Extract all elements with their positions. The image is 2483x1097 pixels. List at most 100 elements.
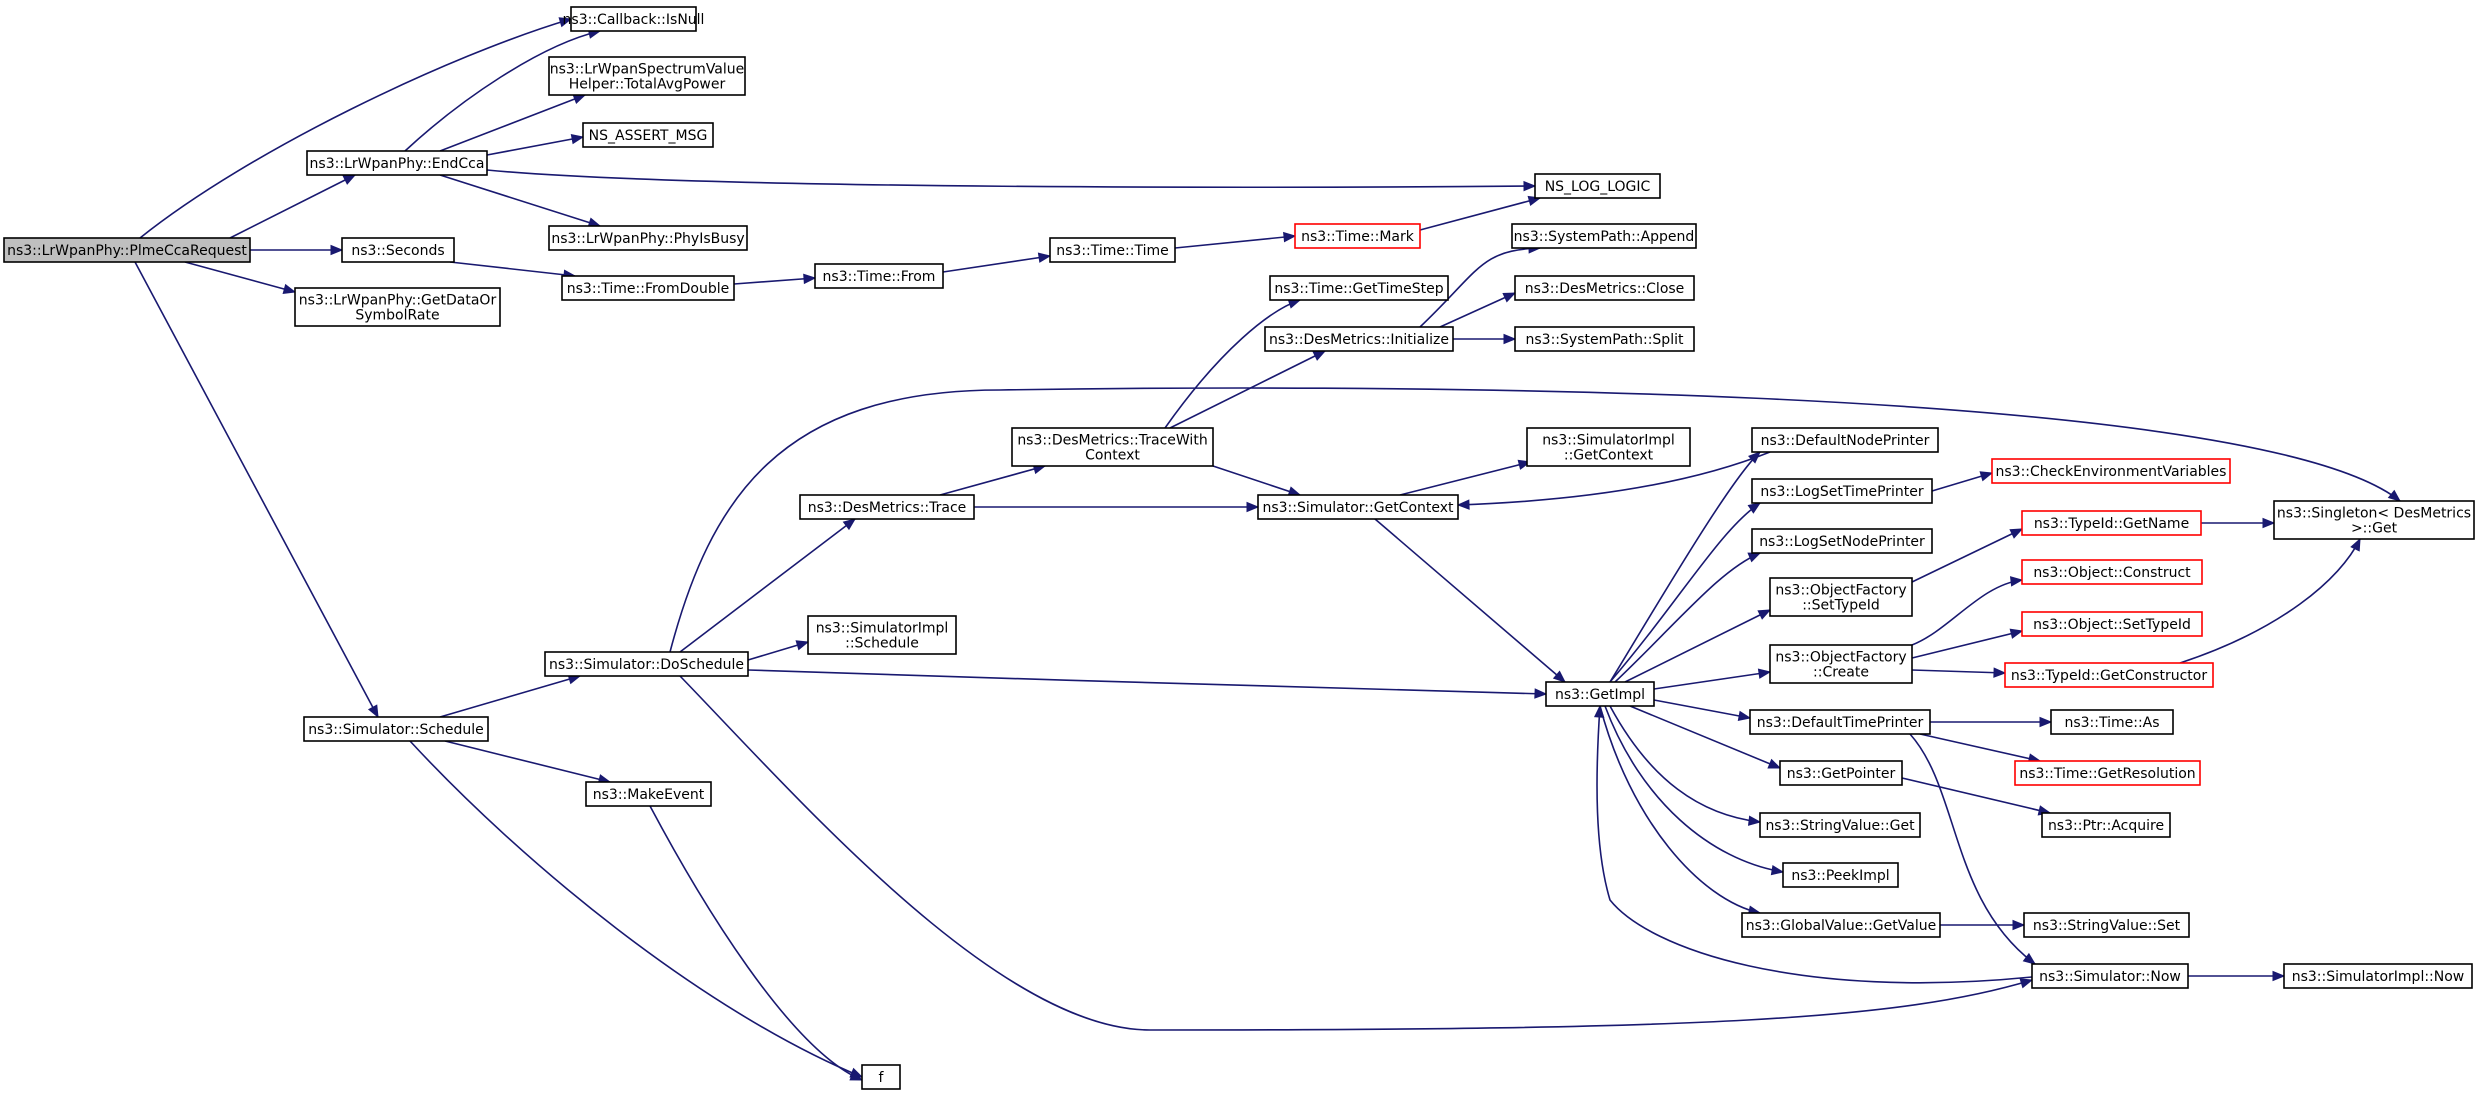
edge-doSchedule-to-simNow [679,675,2034,1031]
node-label: ns3::GetPointer [1787,766,1896,782]
node-label: ns3::LrWpanPhy::EndCca [310,156,485,172]
arrowhead [2387,489,2402,502]
node-endCca[interactable]: ns3::LrWpanPhy::EndCca [306,150,488,176]
node-objConstruct[interactable]: ns3::Object::Construct [2021,559,2203,585]
node-stringValueSet[interactable]: ns3::StringValue::Set [2023,912,2190,938]
node-label: ns3::CheckEnvironmentVariables [1996,464,2227,480]
node-getImpl[interactable]: ns3::GetImpl [1545,681,1655,707]
node-implNow[interactable]: ns3::SimulatorImpl::Now [2283,963,2473,989]
edge-getImpl-to-globalGetValue [1599,705,1762,916]
edge-line [439,174,601,227]
node-desClose[interactable]: ns3::DesMetrics::Close [1514,275,1695,301]
edge-ofSetTypeId-to-typeIdGetName [1911,528,2024,583]
arrowhead [2009,628,2024,639]
node-getConstructor[interactable]: ns3::TypeId::GetConstructor [2004,662,2214,688]
edge-desInitialize-to-desClose [1439,292,1517,328]
node-makeEvent[interactable]: ns3::MakeEvent [585,781,712,807]
edge-getImpl-to-defaultNodePrinter [1609,451,1761,683]
edge-line [1911,528,2023,583]
node-label: ns3::Time::GetTimeStep [1274,281,1443,297]
edge-line [942,255,1051,273]
edge-endCca-to-nsAssertMsg [486,133,585,156]
node-timeFrom[interactable]: ns3::Time::From [814,263,944,289]
node-label: ns3::Time::Time [1056,243,1168,259]
node-nsAssertMsg[interactable]: NS_ASSERT_MSG [582,122,714,148]
node-ofCreate[interactable]: ns3::ObjectFactory::Create [1769,644,1913,684]
arrowhead [1503,333,1517,345]
arrowhead [1757,609,1772,620]
node-nsLogLogic[interactable]: NS_LOG_LOGIC [1534,173,1661,199]
arrowhead [1502,292,1517,303]
node-simNow[interactable]: ns3::Simulator::Now [2031,963,2189,989]
node-getResolution[interactable]: ns3::Time::GetResolution [2014,760,2201,786]
node-ofSetTypeId[interactable]: ns3::ObjectFactory::SetTypeId [1769,577,1913,617]
arrowhead [1552,670,1567,683]
node-simSchedule[interactable]: ns3::Simulator::Schedule [303,716,489,742]
node-timeTime[interactable]: ns3::Time::Time [1049,237,1176,263]
node-label: ns3::DesMetrics::TraceWith [1017,433,1207,449]
arrowhead [2022,952,2037,965]
edge-line [1599,705,1761,914]
node-checkEnv[interactable]: ns3::CheckEnvironmentVariables [1991,458,2231,484]
node-totalAvgPower[interactable]: ns3::LrWpanSpectrumValueHelper::TotalAvg… [548,56,746,96]
node-ptrAcquire[interactable]: ns3::Ptr::Acquire [2041,812,2171,838]
node-label: ::Create [1813,665,1869,681]
node-implGetContext[interactable]: ns3::SimulatorImpl::GetContext [1526,427,1691,467]
node-logSetTimePrinter[interactable]: ns3::LogSetTimePrinter [1751,478,1933,504]
node-getTimeStep[interactable]: ns3::Time::GetTimeStep [1269,275,1449,301]
node-logSetNodePrinter[interactable]: ns3::LogSetNodePrinter [1751,528,1933,554]
node-simGetContext[interactable]: ns3::Simulator::GetContext [1257,494,1459,520]
node-box [1011,427,1214,467]
node-doSchedule[interactable]: ns3::Simulator::DoSchedule [544,651,749,677]
node-timeAs[interactable]: ns3::Time::As [2050,709,2174,735]
node-label: SymbolRate [355,308,439,324]
edge-simGetContext-to-implGetContext [1399,459,1532,496]
edge-line [1457,451,1771,506]
node-sysAppend[interactable]: ns3::SystemPath::Append [1511,223,1697,249]
edge-doSchedule-to-implSchedule [747,640,810,661]
edge-line [1624,609,1771,683]
node-f[interactable]: f [861,1064,901,1090]
edge-plmeCcaRequest-to-seconds [250,244,344,256]
node-label: ns3::SystemPath::Append [1514,229,1695,245]
node-sysSplit[interactable]: ns3::SystemPath::Split [1514,326,1695,352]
node-typeIdGetName[interactable]: ns3::TypeId::GetName [2021,510,2202,536]
node-isNull[interactable]: ns3::Callback::IsNull [563,6,705,32]
node-defaultTimePrinter[interactable]: ns3::DefaultTimePrinter [1749,709,1931,735]
edge-line [444,740,611,783]
edge-getImpl-to-ofSetTypeId [1624,609,1772,683]
edge-endCca-to-phyIsBusy [439,174,602,228]
arrowhead [1979,471,1994,482]
edge-line [669,387,2401,653]
node-peekImpl[interactable]: ns3::PeekImpl [1782,862,1899,888]
node-box [548,56,746,96]
node-defaultNodePrinter[interactable]: ns3::DefaultNodePrinter [1751,427,1939,453]
edge-line [939,465,1046,496]
node-timeMark[interactable]: ns3::Time::Mark [1294,223,1421,249]
node-desInitialize[interactable]: ns3::DesMetrics::Initialize [1264,326,1454,352]
node-objSetTypeId[interactable]: ns3::Object::SetTypeId [2021,611,2203,637]
edge-simGetContext-to-getImpl [1374,518,1567,683]
node-label: ns3::DesMetrics::Initialize [1269,332,1449,348]
node-implSchedule[interactable]: ns3::SimulatorImpl::Schedule [807,615,957,655]
node-plmeCcaRequest[interactable]: ns3::LrWpanPhy::PlmeCcaRequest [3,237,251,263]
edge-line [1609,705,1761,823]
edge-plmeCcaRequest-to-getDataOrSymbolRate [184,261,297,295]
node-box [1779,760,1903,786]
node-getPointer[interactable]: ns3::GetPointer [1779,760,1903,786]
node-globalGetValue[interactable]: ns3::GlobalValue::GetValue [1741,912,1941,938]
edge-simSchedule-to-makeEvent [444,740,612,785]
edge-line [184,261,296,293]
node-box [807,615,957,655]
node-stringValueGet[interactable]: ns3::StringValue::Get [1759,812,1921,838]
node-desTrace[interactable]: ns3::DesMetrics::Trace [799,494,975,520]
node-phyIsBusy[interactable]: ns3::LrWpanPhy::PhyIsBusy [548,225,748,251]
node-seconds[interactable]: ns3::Seconds [341,237,455,263]
edge-globalGetValue-to-stringValueSet [1940,919,2026,931]
node-box [570,6,697,32]
node-fromDouble[interactable]: ns3::Time::FromDouble [561,275,735,301]
node-singletonGet[interactable]: ns3::Singleton< DesMetrics >::Get [2273,500,2475,540]
node-box [2023,912,2190,938]
